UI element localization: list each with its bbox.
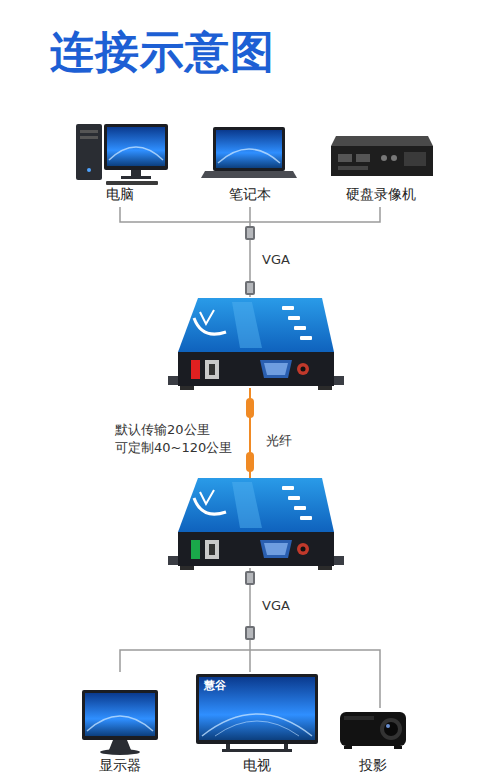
tv-illustration-part bbox=[215, 721, 299, 736]
transmitter-illustration-part bbox=[168, 298, 344, 390]
monitor-illustration-part bbox=[87, 716, 153, 731]
dvr-illustration-part bbox=[331, 136, 433, 146]
tv-illustration-part bbox=[202, 714, 312, 736]
vga-cable-part bbox=[245, 626, 255, 640]
tv-illustration-part bbox=[199, 677, 315, 740]
monitor-illustration-part bbox=[100, 749, 140, 755]
dvr-illustration-part bbox=[338, 166, 368, 170]
laptop-illustration-part bbox=[216, 130, 282, 168]
device-label: 硬盘录像机 bbox=[346, 186, 416, 202]
projector-illustration-part bbox=[386, 724, 390, 728]
device-label: 电视 bbox=[243, 757, 271, 773]
vga-cable-part bbox=[249, 650, 251, 672]
dvr-illustration-part bbox=[338, 154, 352, 162]
fiber-cable-part bbox=[246, 452, 254, 472]
fiber-cable-part bbox=[246, 398, 254, 418]
transmitter-illustration-part bbox=[191, 360, 200, 379]
dvr-illustration-part bbox=[331, 146, 433, 176]
receiver-illustration bbox=[168, 478, 344, 570]
signal-name: VGA bbox=[262, 597, 290, 615]
fiber-distance-note: 默认传输20公里 可定制40~120公里 bbox=[115, 421, 232, 457]
device-node: 投影 bbox=[336, 708, 410, 773]
pc-illustration-part bbox=[107, 127, 165, 166]
dvr-illustration-part bbox=[356, 154, 370, 162]
transmitter-illustration bbox=[168, 298, 344, 390]
diagram-title: 连接示意图 bbox=[50, 26, 275, 79]
monitor-illustration bbox=[82, 690, 158, 755]
vga-cable-part bbox=[245, 226, 255, 240]
dvr-illustration bbox=[331, 136, 433, 176]
vga-cable-part bbox=[245, 281, 255, 295]
device-image-area bbox=[257, 672, 258, 757]
dvr-illustration-part bbox=[404, 152, 426, 166]
vga-cable-part bbox=[245, 571, 255, 585]
device-image-area bbox=[373, 708, 374, 757]
device-node: 硬盘录像机 bbox=[327, 134, 435, 202]
pc-illustration-part bbox=[109, 147, 163, 160]
projector-illustration-part bbox=[380, 718, 402, 740]
monitor-illustration-part bbox=[82, 690, 158, 740]
tv-illustration-part bbox=[196, 674, 318, 744]
projector-illustration-part bbox=[394, 746, 402, 749]
pc-illustration-part bbox=[131, 170, 141, 177]
device-label: 投影 bbox=[359, 757, 387, 773]
pc-illustration-part bbox=[106, 181, 158, 185]
brand-logo: 慧谷 bbox=[204, 679, 226, 693]
monitor-illustration-part bbox=[109, 740, 131, 750]
pc-illustration-part bbox=[76, 124, 102, 180]
monitor-illustration-part bbox=[85, 693, 155, 736]
projector-illustration bbox=[340, 712, 406, 749]
device-image-area bbox=[120, 688, 121, 757]
pc-illustration-part bbox=[121, 176, 151, 179]
device-node: 显示器 bbox=[78, 688, 162, 773]
pc-illustration-part bbox=[80, 130, 98, 133]
pc-illustration bbox=[76, 124, 168, 185]
receiver-illustration-part bbox=[168, 478, 344, 570]
pc-illustration-part bbox=[87, 168, 91, 172]
laptop-illustration-part bbox=[213, 127, 285, 171]
dvr-illustration-part bbox=[381, 155, 387, 161]
pc-illustration-part bbox=[80, 136, 98, 139]
projector-illustration-part bbox=[344, 716, 374, 720]
projector-illustration-part bbox=[384, 722, 398, 736]
fiber-cable bbox=[246, 388, 254, 478]
device-image-area bbox=[381, 134, 382, 186]
signal-name: VGA bbox=[262, 251, 290, 269]
receiver-illustration-part bbox=[191, 540, 200, 559]
pc-illustration-part bbox=[104, 124, 168, 170]
device-node: 电脑 bbox=[68, 120, 172, 202]
device-label: 电脑 bbox=[106, 186, 134, 202]
vga-cable bbox=[120, 207, 380, 297]
tv-illustration-part bbox=[222, 749, 292, 752]
tv-illustration bbox=[196, 674, 318, 752]
device-image-area bbox=[250, 124, 251, 186]
laptop-illustration bbox=[201, 127, 297, 178]
device-image-area bbox=[120, 120, 121, 186]
device-label: 笔记本 bbox=[229, 186, 271, 202]
dvr-illustration-part bbox=[391, 155, 397, 161]
device-label: 显示器 bbox=[99, 757, 141, 773]
projector-illustration-part bbox=[340, 712, 406, 746]
projector-illustration-part bbox=[344, 746, 352, 749]
cable-name: 光纤 bbox=[266, 432, 292, 450]
device-node: 笔记本 bbox=[200, 124, 300, 202]
laptop-illustration-part bbox=[201, 171, 297, 178]
laptop-illustration-part bbox=[218, 149, 280, 163]
